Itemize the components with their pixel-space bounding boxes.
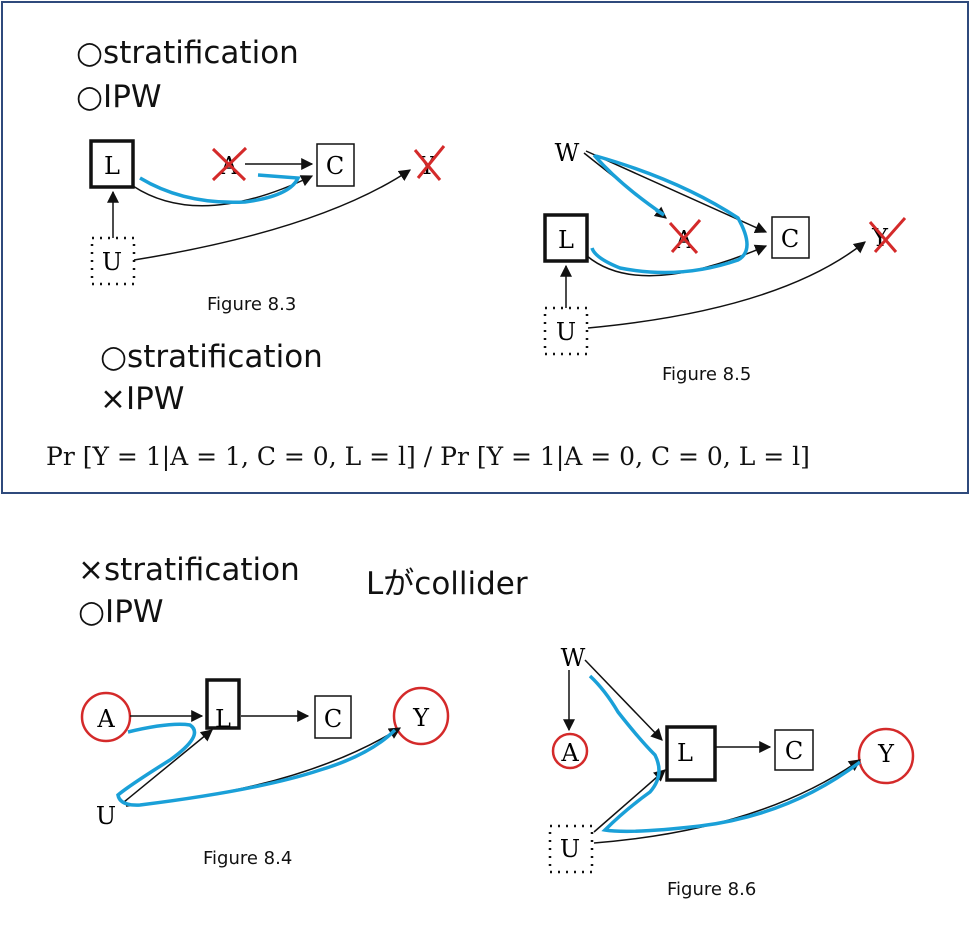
- highlight-circle-Y: [857, 727, 915, 785]
- node-C: C: [785, 737, 803, 765]
- edge-U-Y: [587, 241, 866, 329]
- edge-U-L: [593, 769, 666, 833]
- edge-U-L: [123, 729, 213, 803]
- edge-L-C: [132, 175, 314, 207]
- collider-note: Lがcollider: [366, 566, 528, 602]
- node-Y: Y: [877, 740, 895, 768]
- annotation-stratification-ng: ×stratification: [78, 552, 300, 588]
- node-box-C: [771, 216, 810, 259]
- node-L: L: [215, 705, 231, 733]
- node-L: L: [104, 152, 120, 180]
- node-U: U: [556, 318, 576, 346]
- edge-U-Y: [133, 169, 411, 261]
- cross-mark-Y: [868, 217, 907, 253]
- node-box-U: [90, 236, 136, 286]
- highlight-circle-A: [80, 691, 132, 743]
- edge-L-C: [586, 244, 768, 277]
- edge-U-Y: [593, 759, 861, 844]
- node-A: A: [560, 739, 579, 767]
- node-L: L: [558, 226, 574, 254]
- figure-8-6: W A L C Y U: [548, 644, 915, 874]
- node-box-L: [205, 678, 241, 730]
- annotation-stratification-ok: ○stratification: [76, 35, 299, 71]
- node-box-C: [314, 695, 352, 739]
- highlight-circle-A: [551, 732, 589, 770]
- annotation-ipw-ng: ×IPW: [100, 381, 185, 417]
- cross-mark-Y: [413, 145, 446, 181]
- node-box-U: [543, 306, 589, 356]
- node-box-L: [665, 725, 717, 782]
- node-box-L: [543, 213, 589, 263]
- highlight-circle-Y: [392, 686, 450, 746]
- node-L: L: [677, 739, 693, 767]
- node-A: A: [96, 705, 115, 733]
- node-W: W: [561, 644, 586, 672]
- node-Y: Y: [412, 704, 430, 732]
- figure-8-4-caption: Figure 8.4: [203, 848, 293, 869]
- node-C: C: [324, 705, 342, 733]
- risk-ratio-formula: Pr [Y = 1|A = 1, C = 0, L = l] / Pr [Y =…: [46, 442, 810, 471]
- annotation-ipw-ok: ○IPW: [76, 79, 162, 115]
- highlight-path: [139, 173, 301, 205]
- figure-8-4: A L C Y U: [80, 678, 450, 830]
- annotation-stratification-ok-2: ○stratification: [100, 339, 323, 375]
- figure-8-3-caption: Figure 8.3: [207, 294, 297, 315]
- figure-8-5-caption: Figure 8.5: [662, 364, 752, 385]
- figure-8-5: W L A C Y U: [543, 139, 907, 356]
- node-Y: Y: [871, 224, 889, 252]
- node-C: C: [781, 225, 799, 253]
- node-U: U: [560, 835, 580, 863]
- node-U: U: [102, 248, 122, 276]
- node-W: W: [555, 139, 580, 167]
- highlight-path: [590, 153, 749, 275]
- cross-mark-A: [668, 219, 702, 255]
- panel-top: [1, 1, 969, 494]
- node-box-C: [774, 729, 814, 771]
- node-box-U: [548, 824, 594, 874]
- node-C: C: [326, 152, 344, 180]
- edge-W-L: [584, 659, 663, 741]
- node-box-L: [89, 139, 135, 189]
- cross-mark-A: [211, 146, 248, 182]
- annotation-ipw-ok: ○IPW: [78, 594, 164, 630]
- node-box-C: [316, 143, 355, 187]
- figure-8-3: L A C Y U: [89, 139, 446, 286]
- highlight-path: [116, 722, 397, 807]
- highlight-path: [588, 674, 862, 834]
- figure-8-6-caption: Figure 8.6: [667, 879, 757, 900]
- node-U: U: [96, 802, 116, 830]
